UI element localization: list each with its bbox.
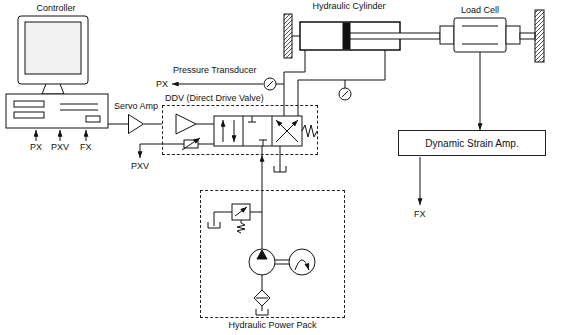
hydraulic-signal-line xyxy=(480,52,481,130)
amplifier-triangle xyxy=(128,114,144,134)
signal-label: PX xyxy=(30,142,42,153)
node-label: Servo Amp xyxy=(114,101,158,112)
strain-amplifier: Dynamic Strain Amp. xyxy=(398,130,546,156)
load-cell: Load Cell xyxy=(440,18,520,52)
hydraulic-signal-line xyxy=(284,58,305,105)
computer-symbol xyxy=(6,16,108,128)
hydraulic-cylinder: Hydraulic Cylinder xyxy=(284,14,414,58)
hydraulic-signal-line xyxy=(262,155,263,190)
cylinder-symbol xyxy=(284,14,440,58)
node-label: DDV (Direct Drive Valve) xyxy=(165,93,264,104)
signal-label: FX xyxy=(80,142,92,153)
hydraulic-signal-line xyxy=(108,124,128,125)
node-label: Hydraulic Power Pack xyxy=(228,320,316,331)
signal-label: PXV xyxy=(51,142,69,153)
node-label: Controller xyxy=(36,3,75,14)
signal-label: PXV xyxy=(131,161,149,172)
node-label: Load Cell xyxy=(461,5,499,16)
valve-symbol xyxy=(176,105,317,172)
hydraulic-power-pack: Hydraulic Power Pack xyxy=(200,190,345,318)
load-cell-symbol xyxy=(440,10,544,62)
node-label: Hydraulic Cylinder xyxy=(312,1,385,12)
strain-output-arrow xyxy=(420,157,421,205)
hydraulic-signal-line xyxy=(144,124,162,125)
signal-label: FX xyxy=(414,209,426,220)
power-pack-symbol xyxy=(208,190,315,315)
input-arrows xyxy=(36,130,86,141)
node-label: Dynamic Strain Amp. xyxy=(425,138,518,149)
signal-label: PX xyxy=(156,79,168,90)
hydraulic-signal-line xyxy=(298,58,385,105)
servo-amplifier: Servo Amp xyxy=(128,114,144,134)
part-label: Pressure Transducer xyxy=(173,65,257,76)
amplifier-triangle xyxy=(129,115,144,134)
direct-drive-valve: DDV (Direct Drive Valve) xyxy=(162,105,318,155)
controller-computer: Controller xyxy=(4,16,108,132)
